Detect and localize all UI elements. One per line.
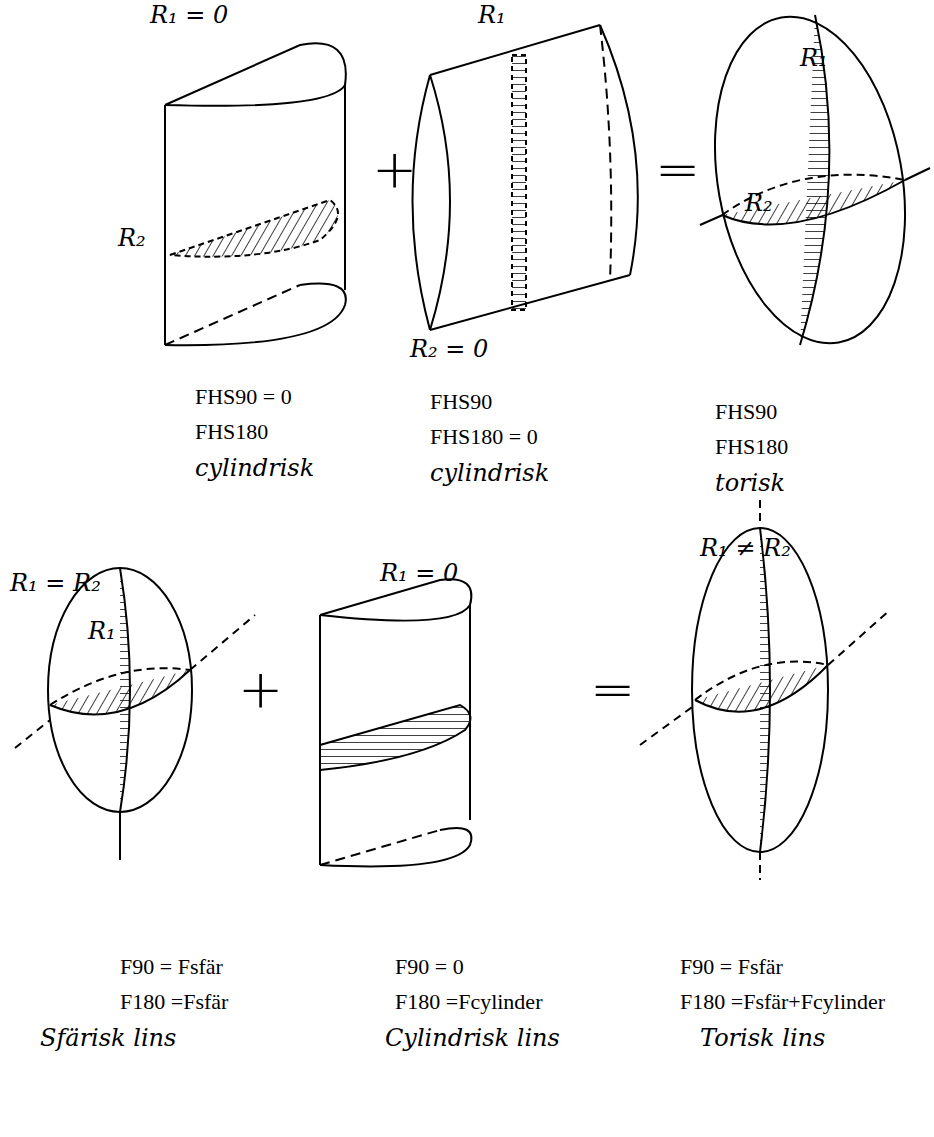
power-formula: F180 =Fcylinder bbox=[395, 990, 542, 1014]
lens-type: torisk bbox=[715, 470, 785, 496]
lens-type: cylindrisk bbox=[430, 460, 549, 486]
lens-type: Sfärisk lins bbox=[40, 1025, 176, 1051]
power-formula: FHS180 bbox=[715, 435, 788, 459]
cylinder-figure bbox=[413, 25, 638, 330]
lens-type: cylindrisk bbox=[195, 455, 314, 481]
lens-type: Torisk lins bbox=[700, 1025, 825, 1051]
power-formula: F90 = 0 bbox=[395, 955, 464, 979]
radius-label: R₁ ≠ R₂ bbox=[700, 535, 791, 561]
radius-label: R₁ bbox=[88, 618, 116, 644]
toric-figure bbox=[640, 500, 890, 880]
power-formula: FHS90 bbox=[430, 390, 492, 414]
operator: = bbox=[655, 140, 700, 199]
radius-label: R₂ = 0 bbox=[410, 336, 488, 362]
lens-type: Cylindrisk lins bbox=[385, 1025, 560, 1051]
operator: = bbox=[590, 660, 635, 719]
power-formula: FHS180 bbox=[195, 420, 268, 444]
radius-label: R₁ bbox=[478, 2, 506, 28]
radius-label: R₁ = R₂ bbox=[10, 570, 101, 596]
cylinder-figure bbox=[165, 43, 346, 345]
power-formula: F180 =Fsfär+Fcylinder bbox=[680, 990, 885, 1014]
radius-label: R₂ bbox=[745, 190, 773, 216]
operator: + bbox=[372, 140, 417, 199]
power-formula: F90 = Fsfär bbox=[680, 955, 783, 979]
power-formula: FHS180 = 0 bbox=[430, 425, 538, 449]
radius-label: R₁ = 0 bbox=[150, 2, 228, 28]
sphere-figure bbox=[15, 568, 255, 860]
cylinder-figure bbox=[320, 579, 471, 866]
radius-label: R₁ bbox=[800, 45, 828, 71]
operator: + bbox=[238, 660, 283, 719]
power-formula: F180 =Fsfär bbox=[120, 990, 228, 1014]
radius-label: R₁ = 0 bbox=[380, 560, 458, 586]
power-formula: FHS90 bbox=[715, 400, 777, 424]
radius-label: R₂ bbox=[118, 225, 146, 251]
power-formula: F90 = Fsfär bbox=[120, 955, 223, 979]
toric-figure bbox=[691, 2, 930, 359]
power-formula: FHS90 = 0 bbox=[195, 385, 292, 409]
